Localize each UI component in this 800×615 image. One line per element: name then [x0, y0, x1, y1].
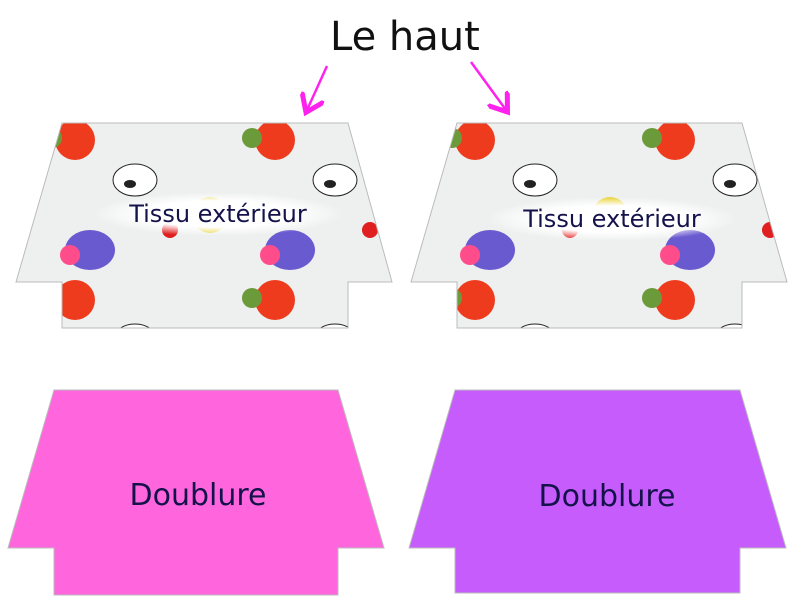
outer-fabric-piece-right: Tissu extérieur — [410, 122, 788, 329]
piece-label: Tissu extérieur — [128, 200, 307, 228]
outer-fabric-piece-left: Tissu extérieur — [15, 122, 393, 329]
lining-piece-purple: Doublure — [408, 389, 787, 594]
lining-piece-pink: Doublure — [7, 389, 385, 596]
piece-label: Tissu extérieur — [522, 205, 701, 233]
diagram-title: Le haut — [330, 14, 480, 60]
piece-label: Doublure — [130, 478, 267, 513]
arrow-right — [469, 61, 506, 110]
arrow-left — [307, 65, 329, 110]
piece-label: Doublure — [539, 479, 676, 514]
